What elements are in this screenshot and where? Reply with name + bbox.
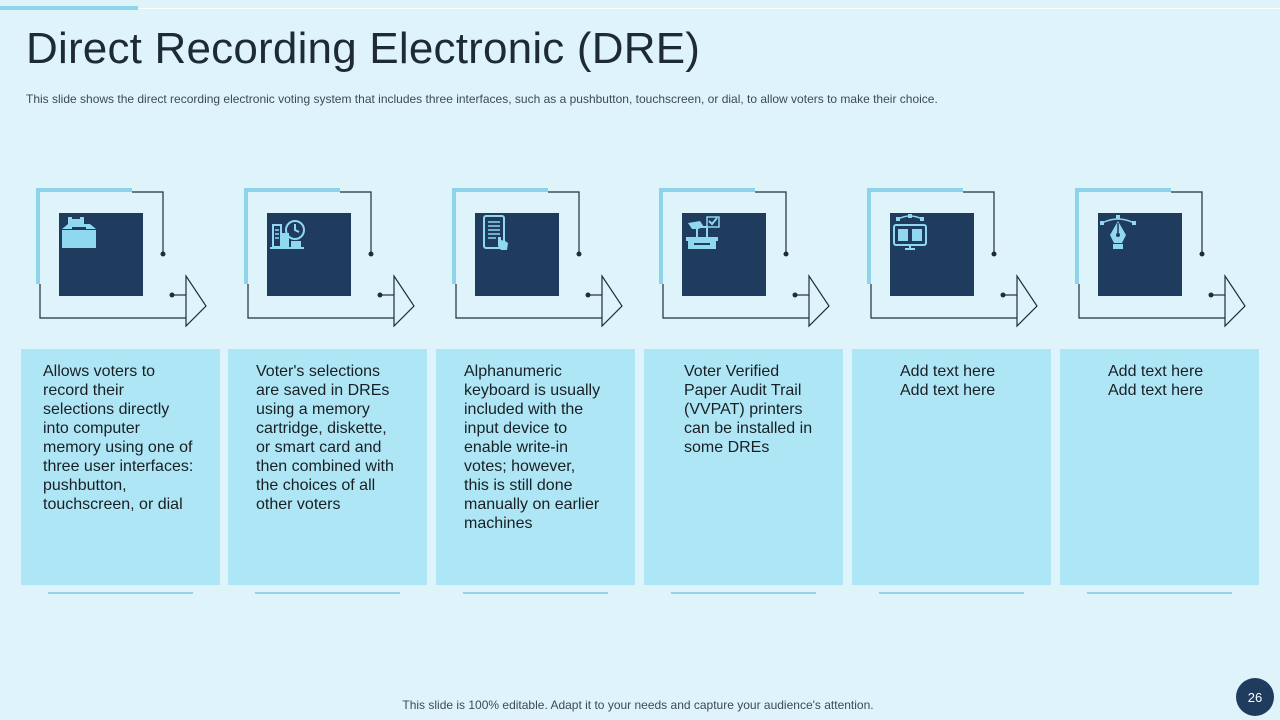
step-card-text: Alphanumeric keyboard is usually include…	[464, 363, 601, 532]
arrow-bracket-icon	[244, 188, 415, 328]
page-number-badge: 26	[1236, 678, 1274, 716]
step-frame-2	[244, 188, 416, 328]
card-underline-3	[463, 592, 608, 594]
card-underline-2	[255, 592, 400, 594]
step-frame-1	[36, 188, 208, 328]
step-card-text: Add text here Add text here	[900, 363, 996, 399]
top-accent-bar	[0, 6, 138, 10]
step-card-4: Voter Verified Paper Audit Trail (VVPAT)…	[644, 349, 843, 585]
slide-subtitle: This slide shows the direct recording el…	[26, 92, 938, 106]
step-card-text: Add text here Add text here	[1108, 363, 1204, 399]
step-frame-4	[659, 188, 831, 328]
card-underline-4	[671, 592, 816, 594]
memory-cartridge-icon	[270, 220, 305, 249]
icon-box-4	[682, 213, 766, 296]
arrow-bracket-icon	[452, 188, 623, 328]
icon-box-3	[475, 213, 559, 296]
step-frame-5	[867, 188, 1039, 328]
step-card-5: Add text here Add text here	[852, 349, 1051, 585]
monitor-vector-icon	[893, 214, 927, 250]
icon-box-5	[890, 213, 974, 296]
step-card-1: Allows voters to record their selections…	[21, 349, 220, 585]
arrow-bracket-icon	[659, 188, 830, 328]
ballot-box-icon	[62, 217, 96, 248]
step-frame-3	[452, 188, 624, 328]
slide-title: Direct Recording Electronic (DRE)	[26, 24, 701, 73]
arrow-bracket-icon	[1075, 188, 1246, 328]
footer-note: This slide is 100% editable. Adapt it to…	[402, 698, 874, 712]
step-frame-6	[1075, 188, 1247, 328]
arrow-bracket-icon	[867, 188, 1038, 328]
icon-box-6	[1098, 213, 1182, 296]
keyboard-touch-icon	[483, 215, 508, 250]
step-card-3: Alphanumeric keyboard is usually include…	[436, 349, 635, 585]
pen-nib-icon	[1100, 215, 1136, 249]
top-rule	[138, 8, 1280, 9]
step-card-2: Voter's selections are saved in DREs usi…	[228, 349, 427, 585]
step-card-6: Add text here Add text here	[1060, 349, 1259, 585]
arrow-bracket-icon	[36, 188, 207, 328]
icon-box-1	[59, 213, 143, 296]
icon-box-2	[267, 213, 351, 296]
step-card-text: Allows voters to record their selections…	[43, 363, 194, 513]
step-card-text: Voter's selections are saved in DREs usi…	[256, 363, 394, 513]
card-underline-1	[48, 592, 193, 594]
step-card-text: Voter Verified Paper Audit Trail (VVPAT)…	[684, 363, 813, 456]
paper-audit-trail-icon	[686, 216, 720, 249]
card-underline-5	[879, 592, 1024, 594]
card-underline-6	[1087, 592, 1232, 594]
